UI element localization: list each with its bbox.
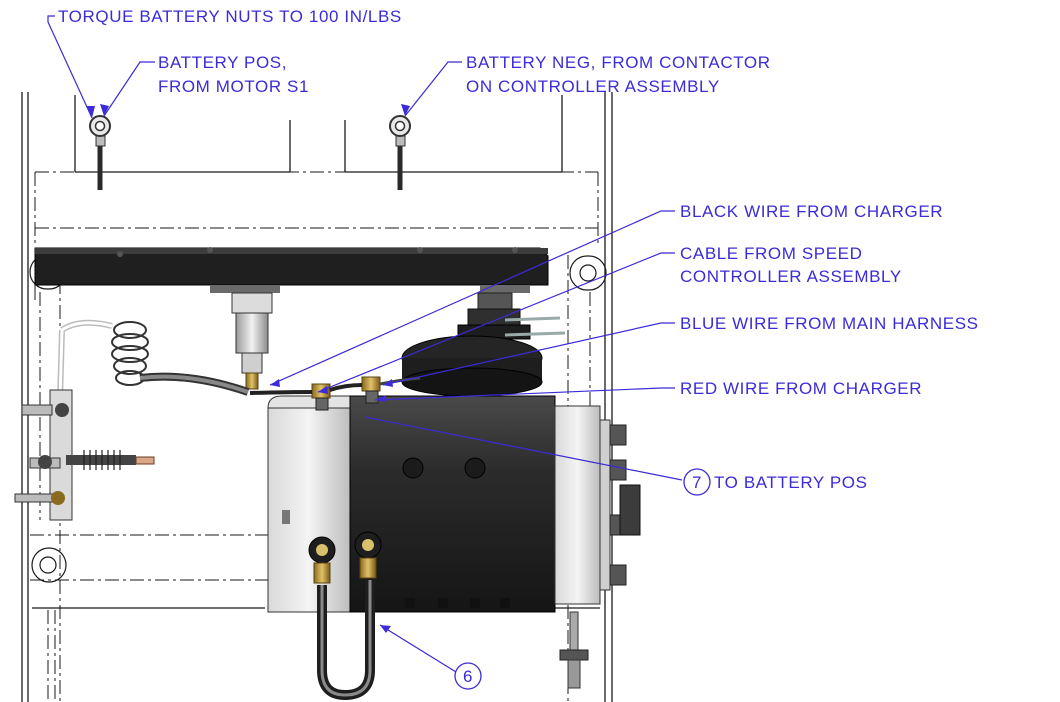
callout-black-wire: BLACK WIRE FROM CHARGER bbox=[680, 202, 943, 221]
motor bbox=[267, 395, 641, 613]
item-balloon-7-number: 7 bbox=[692, 473, 702, 492]
relay-block bbox=[231, 292, 273, 390]
battery-pos-cable bbox=[89, 115, 111, 190]
callout-torque-battery-nuts: TORQUE BATTERY NUTS TO 100 IN/LBS bbox=[58, 7, 402, 26]
callout-blue-wire: BLUE WIRE FROM MAIN HARNESS bbox=[680, 314, 979, 333]
callout-to-battery-pos: TO BATTERY POS bbox=[714, 473, 868, 492]
adjuster-bolt bbox=[559, 611, 589, 689]
motor-bottom-terminals bbox=[308, 531, 382, 701]
callout-cable-line2: CONTROLLER ASSEMBLY bbox=[680, 267, 902, 286]
mounting-bar bbox=[34, 247, 549, 300]
item-balloon-6: 6 bbox=[454, 662, 482, 690]
left-bracket-terminals bbox=[14, 389, 155, 521]
coil-spring bbox=[57, 319, 250, 401]
callout-red-wire: RED WIRE FROM CHARGER bbox=[680, 379, 922, 398]
battery-neg-cable bbox=[389, 115, 411, 190]
callout-battery-neg-line1: BATTERY NEG, FROM CONTACTOR bbox=[466, 53, 771, 72]
item-balloon-6-number: 6 bbox=[463, 667, 473, 686]
leader-lines bbox=[47, 15, 683, 673]
callout-battery-neg-line2: ON CONTROLLER ASSEMBLY bbox=[466, 77, 720, 96]
callout-battery-pos-line2: FROM MOTOR S1 bbox=[158, 77, 309, 96]
item-balloon-7: 7 bbox=[683, 468, 711, 496]
callout-battery-pos-line1: BATTERY POS, bbox=[158, 53, 287, 72]
callout-cable-line1: CABLE FROM SPEED bbox=[680, 244, 862, 263]
solenoid bbox=[401, 292, 566, 397]
arrowheads bbox=[86, 104, 410, 633]
